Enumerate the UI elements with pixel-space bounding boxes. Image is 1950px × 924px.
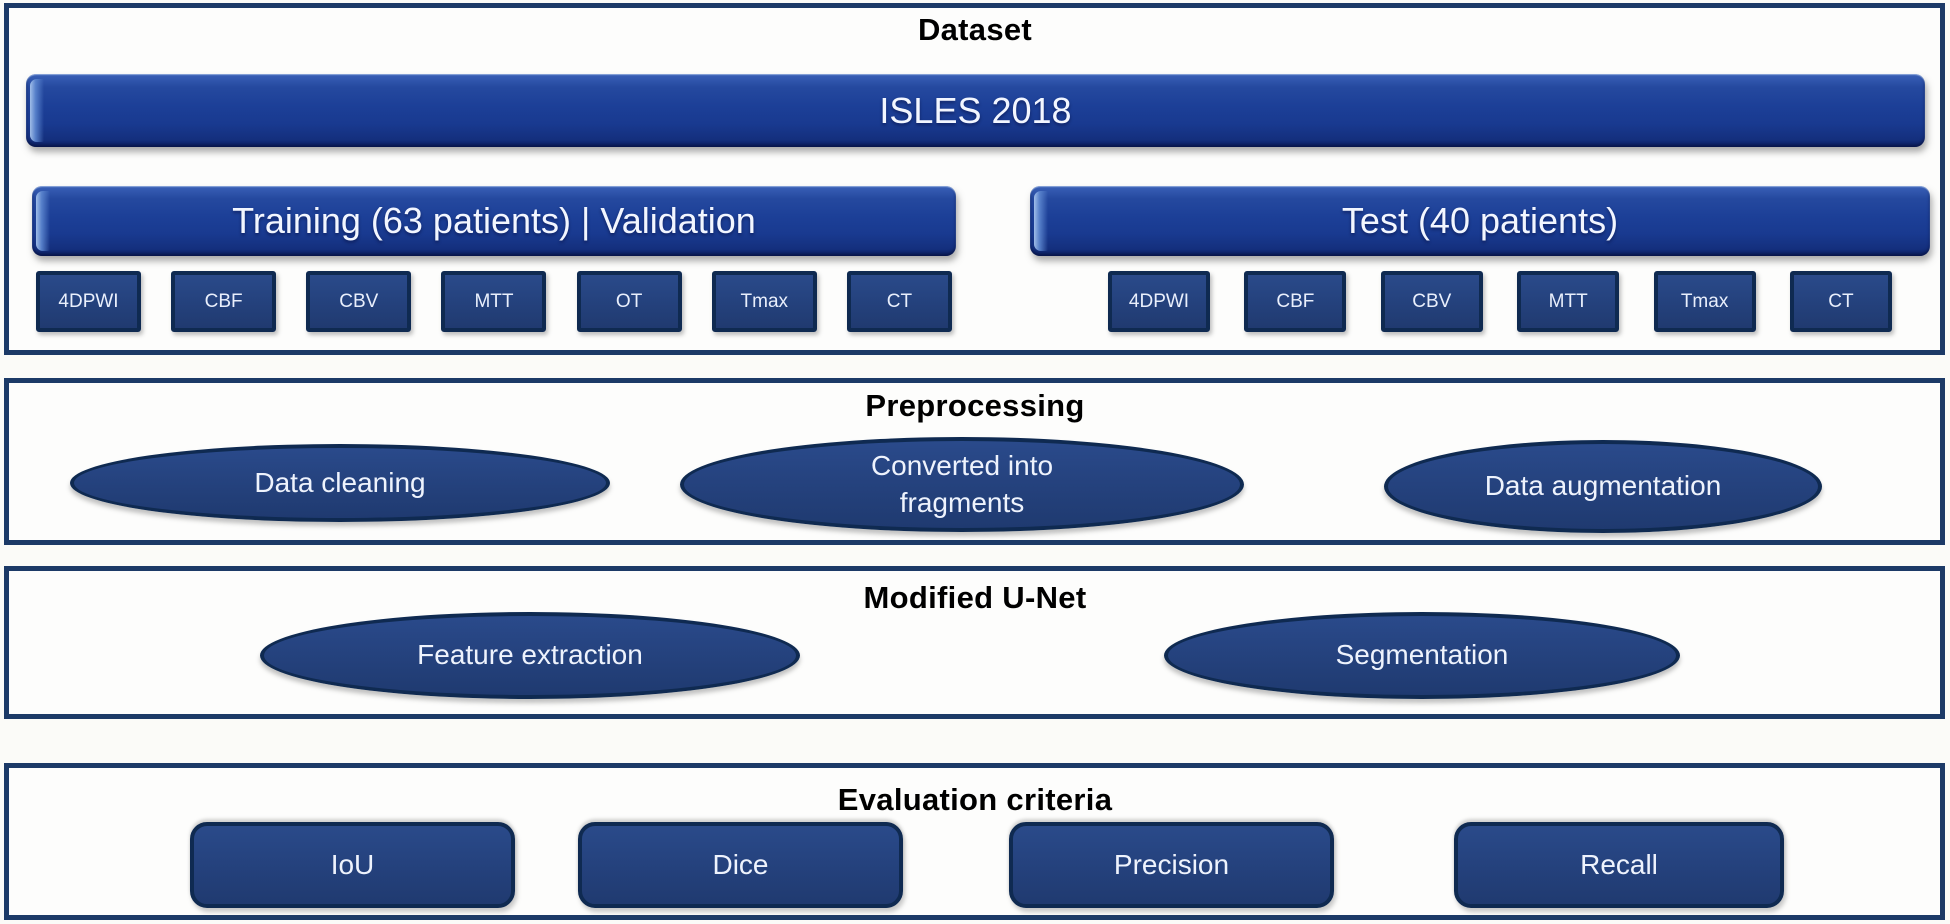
recall-metric: Recall — [1454, 822, 1784, 908]
modality-label: MTT — [474, 290, 514, 312]
feature-extraction-label: Feature extraction — [417, 639, 643, 671]
dice-label: Dice — [712, 849, 769, 880]
modality-box-tmax: Tmax — [1653, 271, 1756, 332]
modality-label: CT — [1828, 290, 1854, 312]
dice-metric: Dice — [578, 822, 903, 908]
modality-box-cbf: CBF — [1244, 271, 1347, 332]
modality-box-cbf: CBF — [171, 271, 277, 332]
training-modalities-row: 4DPWI CBF CBV MTT OT Tmax CT — [36, 271, 952, 332]
data-augmentation-label: Data augmentation — [1484, 470, 1722, 502]
modality-label: CT — [886, 290, 913, 312]
modality-label: 4DPWI — [58, 290, 119, 312]
modality-label: CBV — [339, 290, 379, 312]
modality-label: CBV — [1412, 290, 1452, 312]
segmentation-label: Segmentation — [1335, 639, 1509, 671]
modality-label: Tmax — [1680, 290, 1729, 312]
data-cleaning-ellipse: Data cleaning — [70, 444, 610, 522]
modality-box-cbv: CBV — [1380, 271, 1483, 332]
dataset-section-title: Dataset — [917, 12, 1033, 47]
training-validation-bar: Training (63 patients) | Validation — [32, 186, 956, 256]
precision-label: Precision — [1113, 849, 1230, 880]
iou-metric: IoU — [190, 822, 515, 908]
modality-box-ct: CT — [1789, 271, 1892, 332]
test-bar: Test (40 patients) — [1030, 186, 1930, 256]
modality-label: CBF — [1276, 290, 1315, 312]
modality-label: OT — [615, 290, 643, 312]
test-label: Test (40 patients) — [1341, 200, 1619, 241]
preprocessing-section-title: Preprocessing — [865, 388, 1085, 423]
feature-extraction-ellipse: Feature extraction — [260, 612, 800, 699]
modality-box-4dpwi: 4DPWI — [1108, 271, 1210, 332]
recall-label: Recall — [1580, 849, 1658, 880]
modality-box-4dpwi: 4DPWI — [36, 271, 141, 332]
modality-label: Tmax — [740, 290, 789, 312]
segmentation-ellipse: Segmentation — [1164, 612, 1680, 699]
modality-box-mtt: MTT — [441, 271, 547, 332]
converted-into-fragments-label: Converted into fragments — [870, 450, 1054, 518]
data-augmentation-ellipse: Data augmentation — [1384, 440, 1822, 533]
test-modalities-row: 4DPWI CBF CBV MTT Tmax CT — [1108, 271, 1892, 332]
modality-label: 4DPWI — [1128, 290, 1190, 312]
modality-box-ct: CT — [846, 271, 952, 332]
modality-label: MTT — [1548, 290, 1588, 312]
isles-2018-bar: ISLES 2018 — [26, 74, 1925, 147]
modality-label: CBF — [204, 290, 243, 312]
iou-label: IoU — [330, 849, 375, 880]
modified-unet-section-title: Modified U-Net — [863, 580, 1087, 615]
modality-box-cbv: CBV — [306, 271, 412, 332]
modality-box-mtt: MTT — [1517, 271, 1620, 332]
isles-2018-label: ISLES 2018 — [879, 89, 1072, 131]
modality-box-tmax: Tmax — [711, 271, 817, 332]
modality-box-ot: OT — [576, 271, 682, 332]
converted-into-fragments-ellipse: Converted into fragments — [680, 437, 1244, 532]
data-cleaning-label: Data cleaning — [254, 466, 426, 498]
precision-metric: Precision — [1009, 822, 1334, 908]
evaluation-section-title: Evaluation criteria — [837, 782, 1113, 817]
training-validation-label: Training (63 patients) | Validation — [232, 200, 756, 241]
